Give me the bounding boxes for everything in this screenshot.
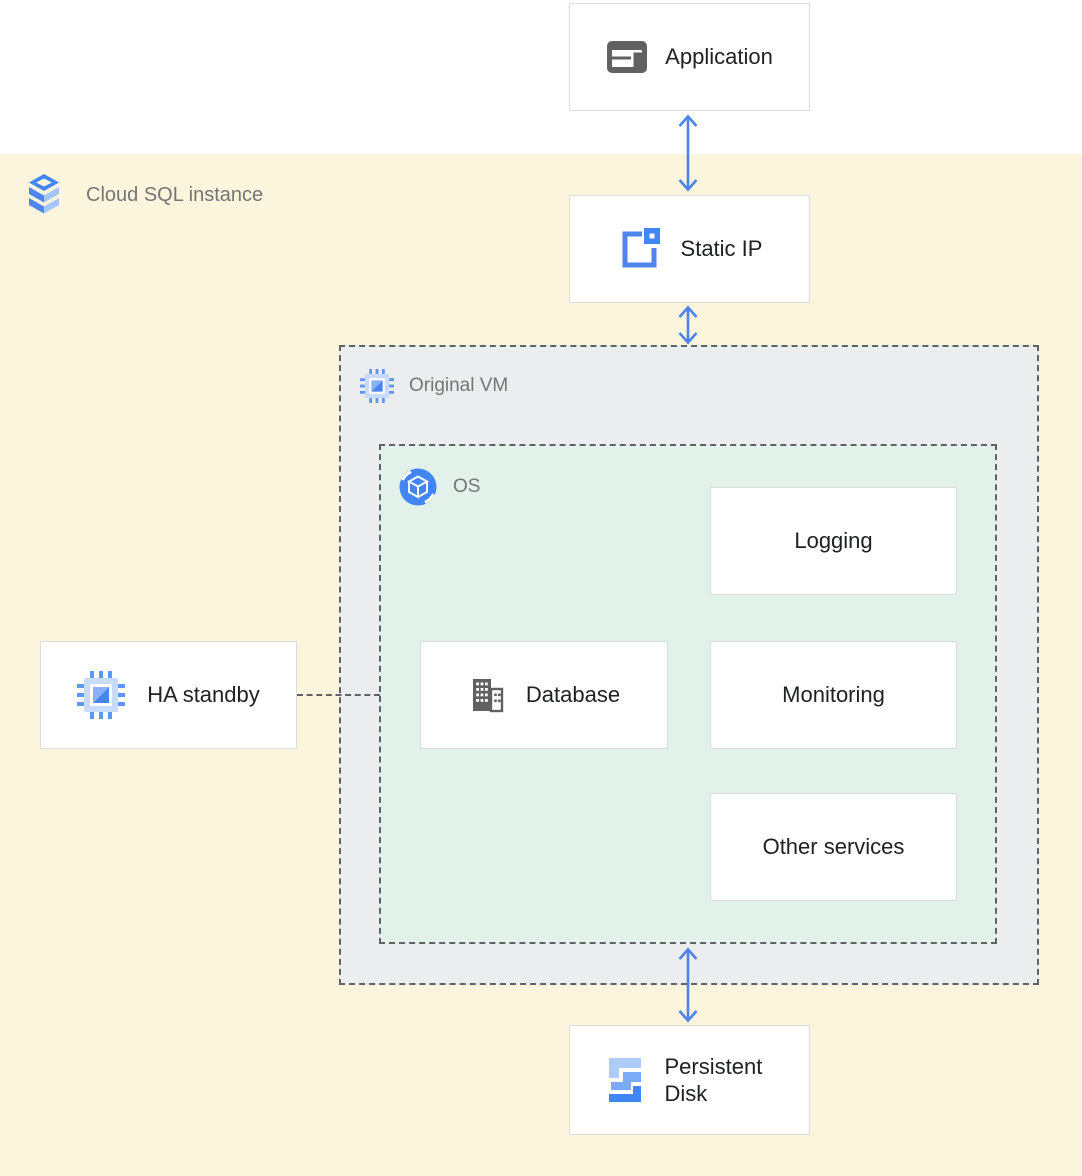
other-services-node: Other services — [710, 793, 957, 901]
compute-engine-icon — [77, 671, 126, 719]
monitoring-label: Monitoring — [782, 682, 885, 707]
static-ip-node: Static IP — [569, 195, 810, 303]
application-label: Application — [665, 44, 773, 69]
persistent-disk-icon — [603, 1056, 643, 1104]
cloud-sql-icon — [24, 173, 64, 217]
other-services-label: Other services — [762, 834, 905, 859]
persistent-disk-label: Persistent Disk — [664, 1053, 763, 1107]
os-label-group: OS — [398, 467, 480, 507]
compute-engine-icon — [360, 369, 394, 403]
database-label: Database — [525, 682, 621, 707]
static-ip-label: Static IP — [680, 236, 763, 261]
cloud-sql-region-label-group: Cloud SQL instance — [24, 173, 263, 217]
original-vm-label: Original VM — [409, 375, 509, 396]
monitoring-node: Monitoring — [710, 641, 957, 749]
ha-standby-label: HA standby — [147, 682, 260, 707]
database-node: Database — [420, 641, 668, 749]
cloud-sql-region-label: Cloud SQL instance — [86, 183, 264, 206]
os-label: OS — [453, 476, 481, 497]
ha-standby-node: HA standby — [40, 641, 297, 749]
os-icon — [398, 467, 438, 507]
persistent-disk-node: Persistent Disk — [569, 1025, 810, 1135]
original-vm-label-group: Original VM — [360, 369, 508, 403]
arrow-staticip-vm — [675, 305, 701, 350]
static-ip-icon — [617, 227, 661, 271]
logging-label: Logging — [794, 528, 873, 553]
application-icon — [606, 40, 648, 74]
application-node: Application — [569, 3, 810, 111]
ha-standby-connector-line — [297, 694, 380, 696]
logging-node: Logging — [710, 487, 957, 595]
arrow-vm-persistentdisk — [675, 946, 701, 1029]
database-icon — [468, 676, 506, 714]
arrow-application-staticip — [675, 113, 701, 198]
